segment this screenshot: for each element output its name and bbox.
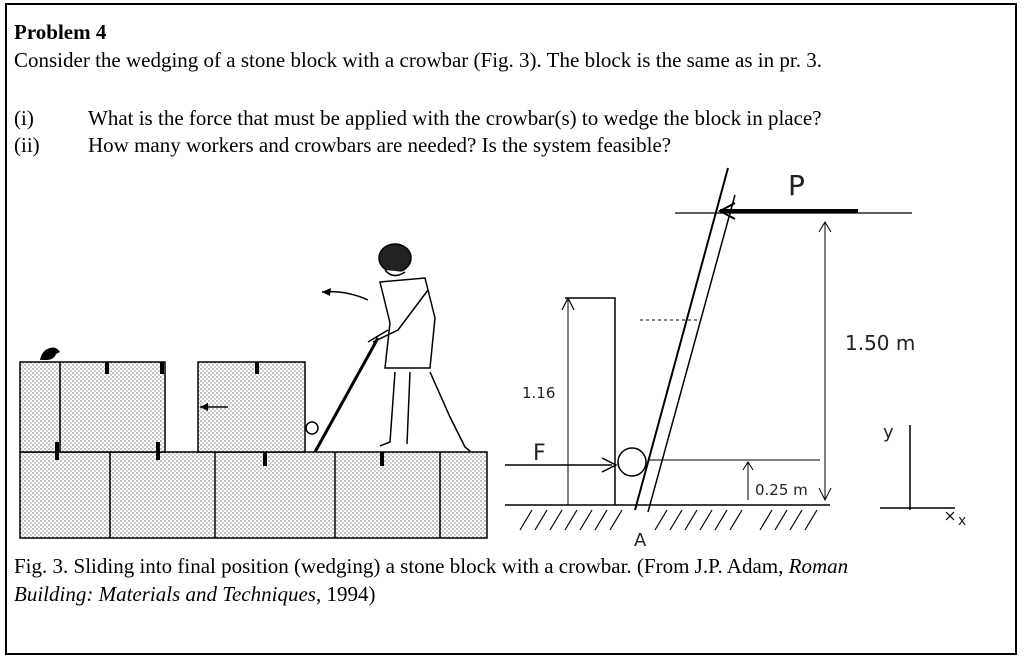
problem-title: Problem 4 bbox=[14, 20, 107, 44]
label-x-axis: x bbox=[958, 513, 966, 529]
label-y-axis: y bbox=[883, 422, 894, 443]
problem-intro: Consider the wedging of a stone block wi… bbox=[14, 48, 822, 72]
force-diagram bbox=[505, 167, 955, 531]
figure-3: P F A 1.50 m 0.25 m 1.16 y x bbox=[19, 167, 966, 550]
question-text: What is the force that must be applied w… bbox=[88, 106, 822, 130]
worker-figure bbox=[367, 243, 471, 452]
figure-caption-line2: Building: Materials and Techniques, 1994… bbox=[14, 582, 376, 606]
label-height-F: 0.25 m bbox=[755, 481, 808, 499]
label-P: P bbox=[788, 169, 805, 202]
page-border bbox=[5, 3, 1017, 655]
bird-icon bbox=[40, 347, 60, 360]
label-F: F bbox=[533, 441, 546, 466]
figure-caption-line1: Fig. 3. Sliding into final position (wed… bbox=[14, 554, 849, 578]
question-number: (i) bbox=[14, 106, 34, 130]
wall-illustration bbox=[19, 243, 488, 539]
label-height-block: 1.16 bbox=[522, 384, 555, 402]
question-number: (ii) bbox=[14, 133, 40, 157]
question-text: How many workers and crowbars are needed… bbox=[88, 133, 672, 157]
label-A: A bbox=[634, 530, 647, 550]
label-height-P: 1.50 m bbox=[845, 331, 915, 355]
